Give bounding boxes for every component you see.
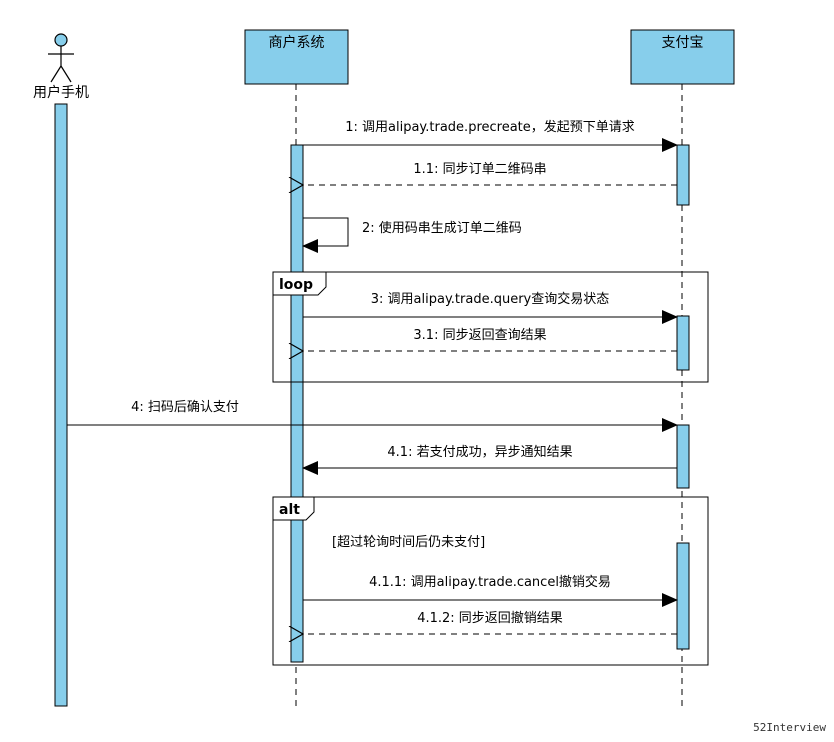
actor-icon xyxy=(48,33,74,83)
message-1-1: 1.1: 同步订单二维码串 xyxy=(303,162,677,185)
alipay-activation-bar-1 xyxy=(676,144,690,206)
message-1-label: 1: 调用alipay.trade.precreate，发起预下单请求 xyxy=(345,119,635,135)
message-2: 2: 使用码串生成订单二维码 xyxy=(302,217,522,253)
participant-merchant-box xyxy=(244,29,349,85)
alt-guard: [超过轮询时间后仍未支付] xyxy=(332,535,485,550)
message-1-1-label: 1.1: 同步订单二维码串 xyxy=(413,162,546,177)
message-4-1: 4.1: 若支付成功，异步通知结果 xyxy=(302,444,677,475)
participant-alipay-label: 支付宝 xyxy=(662,35,704,51)
message-4: 4: 扫码后确认支付 xyxy=(67,400,678,432)
participant-merchant-label: 商户系统 xyxy=(269,34,325,51)
participant-alipay-box xyxy=(630,29,735,85)
alipay-activation-bar-2 xyxy=(676,315,690,371)
message-4-1-label: 4.1: 若支付成功，异步通知结果 xyxy=(387,444,572,460)
participant-user-label: 用户手机 xyxy=(33,84,89,101)
alt-frame: alt [超过轮询时间后仍未支付] xyxy=(272,496,709,666)
watermark: 52Interview xyxy=(753,721,826,734)
message-4-1-1-label: 4.1.1: 调用alipay.trade.cancel撤销交易 xyxy=(369,574,611,590)
alipay-activation-bar-3 xyxy=(676,424,690,489)
message-4-1-2-label: 4.1.2: 同步返回撤销结果 xyxy=(417,610,563,626)
loop-frame: loop xyxy=(272,271,709,383)
message-1: 1: 调用alipay.trade.precreate，发起预下单请求 xyxy=(303,119,678,152)
message-4-1-1: 4.1.1: 调用alipay.trade.cancel撤销交易 xyxy=(303,574,678,607)
message-3-1: 3.1: 同步返回查询结果 xyxy=(303,328,677,351)
loop-frame-tag-box xyxy=(272,271,327,296)
message-3-label: 3: 调用alipay.trade.query查询交易状态 xyxy=(371,291,609,307)
message-3: 3: 调用alipay.trade.query查询交易状态 xyxy=(303,291,678,324)
message-3-1-label: 3.1: 同步返回查询结果 xyxy=(413,328,546,343)
participant-user: 用户手机 xyxy=(33,33,89,707)
alt-frame-tag-box xyxy=(272,496,315,521)
participant-alipay: 支付宝 xyxy=(630,29,735,706)
message-4-label: 4: 扫码后确认支付 xyxy=(131,400,239,415)
loop-frame-tag: loop xyxy=(279,277,313,293)
alt-frame-tag: alt xyxy=(279,502,300,518)
message-4-1-2: 4.1.2: 同步返回撤销结果 xyxy=(303,610,677,634)
merchant-activation-bar xyxy=(290,144,304,663)
alipay-activation-bar-4 xyxy=(676,542,690,650)
user-activation-bar xyxy=(54,103,68,707)
message-2-label: 2: 使用码串生成订单二维码 xyxy=(362,220,522,236)
